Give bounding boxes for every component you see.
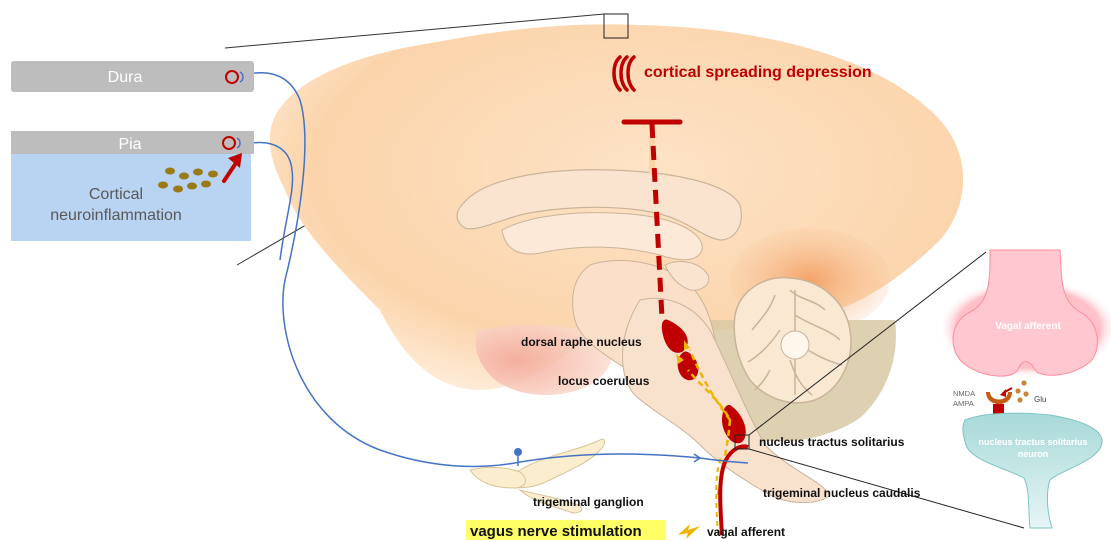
vagal-afferent-terminal	[953, 250, 1097, 376]
inset-nts-label-line1: nucleus tractus solitarius	[978, 437, 1087, 447]
glu-label: Glu	[1034, 395, 1046, 404]
nts-neuron	[963, 413, 1102, 528]
locus-coeruleus-label: locus coeruleus	[558, 374, 650, 388]
vagal-afferent-label: vagal afferent	[707, 525, 785, 539]
glutamate-receptor-icon	[986, 392, 1012, 404]
vns-label: vagus nerve stimulation	[470, 523, 642, 540]
stimulation-bolt-icon	[678, 524, 700, 539]
trigeminal-nucleus-label: trigeminal nucleus caudalis	[763, 486, 921, 500]
trigeminal-ganglion-label: trigeminal ganglion	[533, 495, 644, 509]
inflammation-label-line1: Cortical	[89, 186, 143, 203]
csd-label: cortical spreading depression	[644, 64, 872, 81]
inset-vagal-afferent-label: Vagal afferent	[995, 321, 1061, 332]
dorsal-raphe-label: dorsal raphe nucleus	[521, 335, 642, 349]
ampa-label: AMPA	[953, 399, 974, 408]
inset-nts-label-line2: neuron	[1018, 449, 1049, 459]
nts-label: nucleus tractus solitarius	[759, 435, 905, 449]
pia-label: Pia	[118, 136, 141, 153]
dura-label: Dura	[108, 69, 143, 86]
ganglion-cell-body	[514, 448, 522, 456]
nmda-label: NMDA	[953, 389, 975, 398]
inflammation-label-line2: neuroinflammation	[50, 207, 182, 224]
